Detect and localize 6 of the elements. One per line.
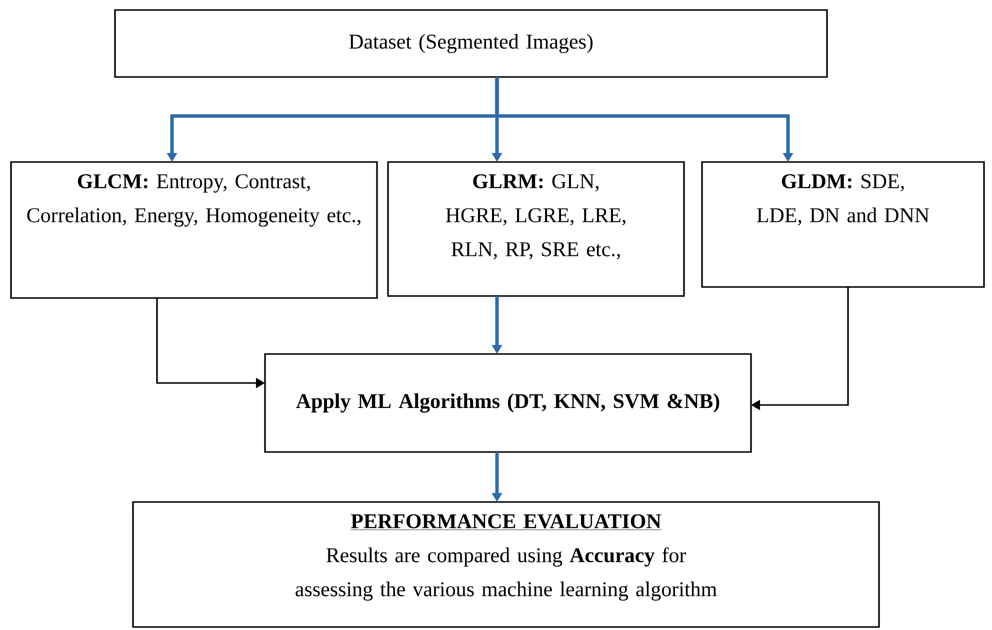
process-box: Dataset (Segmented Images) [114,9,828,78]
feature-box: GLDM: SDE, LDE, DN and DNN [701,161,985,288]
feature-box: GLCM: Entropy, Contrast, Correlation, Energy, Homogeneity etc., [10,161,378,299]
process-box: Apply ML Algorithms (DT, KNN, SVM &NB) [264,353,752,453]
result-box: PERFORMANCE EVALUATION Results are compared using Accuracy for assessing the various machine learning algorithm [132,501,880,628]
feature-box: GLRM: GLN, HGRE, LGRE, LRE, RLN, RP, SRE etc., [387,161,685,297]
